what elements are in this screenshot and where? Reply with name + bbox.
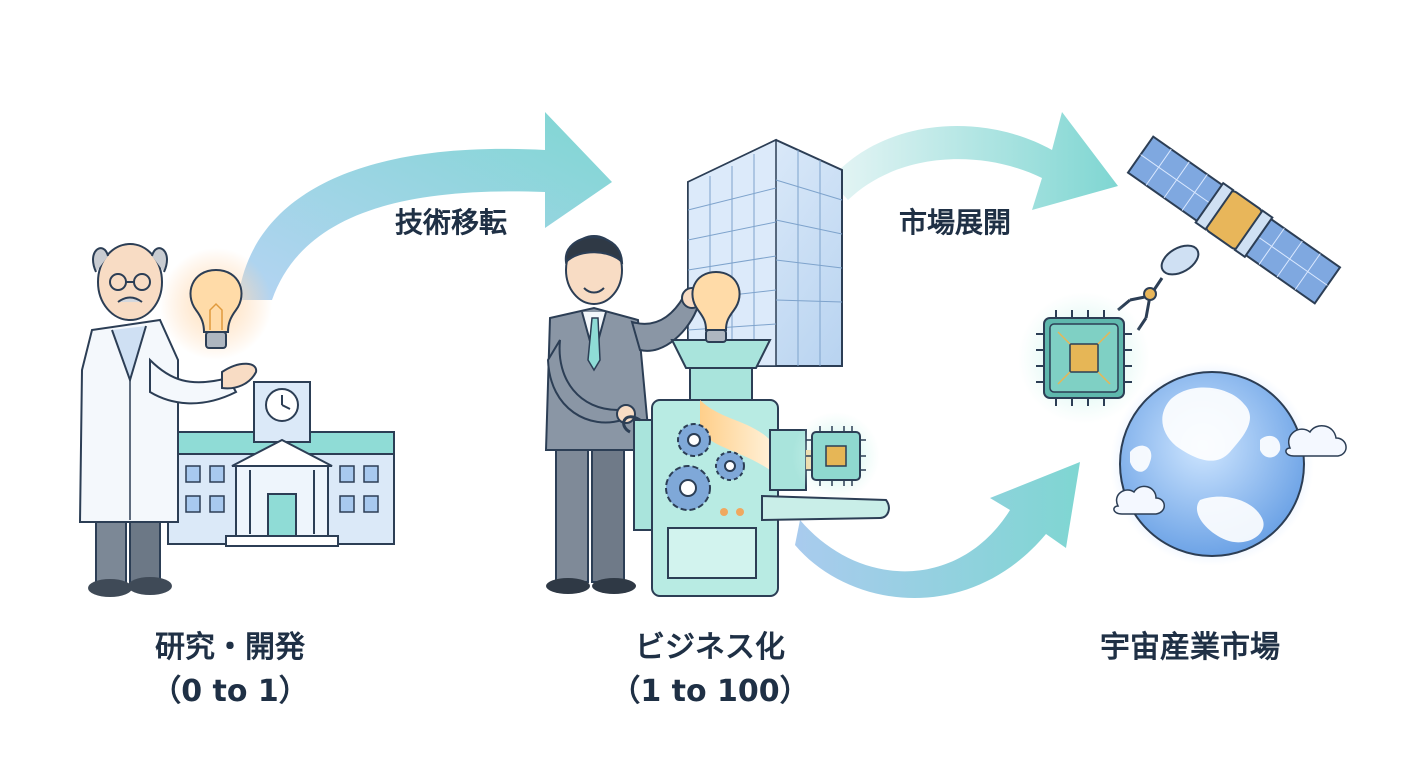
stage-subtitle-research: （0 to 1） — [151, 674, 309, 709]
earth-icon — [1110, 362, 1314, 566]
university-building-icon — [159, 381, 395, 547]
gear-icon — [665, 423, 745, 511]
arrow-to-earth — [795, 462, 1080, 599]
satellite-icon — [1117, 135, 1342, 331]
stage-title-research: 研究・開発 — [155, 630, 305, 665]
scientist-icon — [78, 243, 258, 597]
stage-title-business: ビジネス化 — [635, 630, 785, 665]
arrow-label-market-expansion: 市場展開 — [898, 206, 1011, 239]
lightbulb-icon — [160, 248, 272, 360]
chip-icon — [1018, 292, 1150, 424]
arrow-market-expansion — [830, 112, 1118, 210]
chip-icon — [792, 412, 880, 500]
arrow-tech-transfer — [238, 112, 612, 300]
businessman-icon — [544, 235, 703, 594]
cloud-icon — [1113, 485, 1165, 515]
stage-subtitle-business: （1 to 100） — [610, 674, 810, 709]
stage-title-space-market: 宇宙産業市場 — [1100, 630, 1280, 665]
arrow-label-tech-transfer: 技術移転 — [394, 206, 507, 239]
lightbulb-icon — [691, 270, 741, 343]
cloud-icon — [1285, 425, 1347, 457]
